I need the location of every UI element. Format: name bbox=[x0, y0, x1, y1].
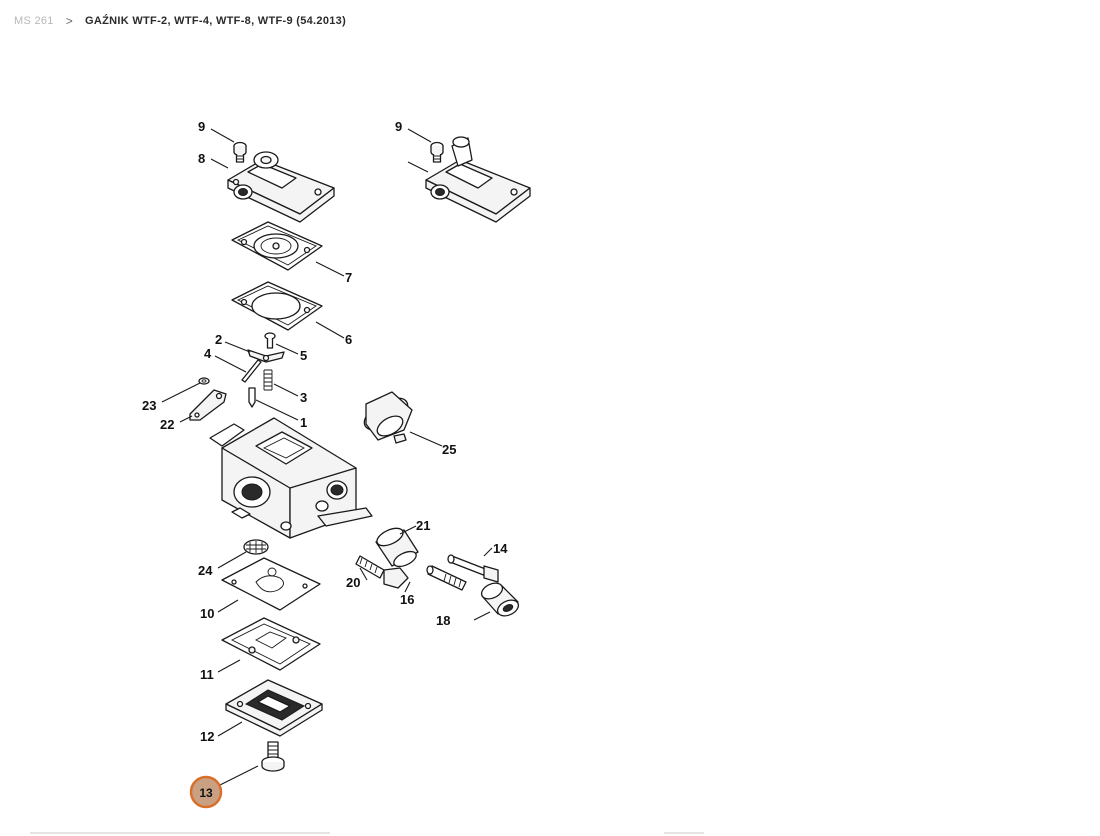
adjusting-screw-16[interactable] bbox=[426, 565, 467, 591]
divider bbox=[30, 832, 330, 834]
part-label-9-alt[interactable]: 9 bbox=[395, 119, 402, 134]
divider bbox=[664, 832, 704, 834]
screw-9-right[interactable] bbox=[430, 141, 444, 163]
pump-cover-8-alt[interactable] bbox=[425, 136, 531, 223]
leader-lines bbox=[161, 128, 493, 787]
part-label-14[interactable]: 14 bbox=[493, 541, 508, 556]
pump-gasket-6[interactable] bbox=[231, 281, 323, 331]
washer-23[interactable] bbox=[198, 377, 210, 385]
breadcrumb: MS 261 > GAŹNIK WTF-2, WTF-4, WTF-8, WTF… bbox=[14, 14, 346, 28]
part-label-21[interactable]: 21 bbox=[416, 518, 430, 533]
pin-4[interactable] bbox=[241, 359, 262, 383]
part-label-10[interactable]: 10 bbox=[200, 606, 214, 621]
breadcrumb-parent-link[interactable]: MS 261 bbox=[14, 15, 54, 27]
part-label-24[interactable]: 24 bbox=[198, 563, 213, 578]
breadcrumb-current: GAŹNIK WTF-2, WTF-4, WTF-8, WTF-9 (54.20… bbox=[85, 15, 347, 27]
part-label-1[interactable]: 1 bbox=[300, 415, 307, 430]
part-label-9[interactable]: 9 bbox=[198, 119, 205, 134]
part-label-16[interactable]: 16 bbox=[400, 592, 414, 607]
part-label-4[interactable]: 4 bbox=[204, 346, 212, 361]
part-label-18[interactable]: 18 bbox=[436, 613, 450, 628]
end-cover-12[interactable] bbox=[225, 679, 323, 737]
sleeve-18[interactable] bbox=[479, 580, 521, 619]
part-label-8[interactable]: 8 bbox=[198, 151, 205, 166]
part-label-7[interactable]: 7 bbox=[345, 270, 352, 285]
part-label-23[interactable]: 23 bbox=[142, 398, 156, 413]
chevron-right-icon: > bbox=[65, 14, 74, 28]
pump-cover-8[interactable] bbox=[227, 151, 335, 223]
pump-diaphragm-7[interactable] bbox=[231, 221, 323, 271]
part-hotspot-13-selected[interactable]: 13 bbox=[189, 775, 223, 809]
part-label-3[interactable]: 3 bbox=[300, 390, 307, 405]
part-label-22[interactable]: 22 bbox=[160, 417, 174, 432]
part-label-13: 13 bbox=[199, 786, 213, 800]
screw-13[interactable] bbox=[261, 741, 285, 772]
throttle-lever-22[interactable] bbox=[189, 389, 227, 421]
strainer-24[interactable] bbox=[243, 539, 269, 555]
part-label-5[interactable]: 5 bbox=[300, 348, 307, 363]
part-label-6[interactable]: 6 bbox=[345, 332, 352, 347]
screw-5[interactable] bbox=[264, 332, 276, 349]
lever-2[interactable] bbox=[247, 349, 285, 363]
gasket-10[interactable] bbox=[221, 557, 321, 611]
screw-9-left[interactable] bbox=[233, 141, 247, 163]
part-label-20[interactable]: 20 bbox=[346, 575, 360, 590]
needle-1[interactable] bbox=[248, 387, 256, 408]
limiter-cap-25[interactable] bbox=[359, 391, 413, 444]
carburetor-body[interactable] bbox=[209, 417, 373, 539]
sleeve-21[interactable] bbox=[374, 525, 419, 570]
part-label-12[interactable]: 12 bbox=[200, 729, 214, 744]
part-label-2[interactable]: 2 bbox=[215, 332, 222, 347]
adjusting-screw-20[interactable] bbox=[355, 555, 409, 589]
adjusting-screw-14[interactable] bbox=[447, 554, 499, 583]
spring-3[interactable] bbox=[263, 369, 273, 391]
diaphragm-11[interactable] bbox=[221, 617, 321, 671]
part-label-11[interactable]: 11 bbox=[200, 667, 214, 682]
part-label-25[interactable]: 25 bbox=[442, 442, 456, 457]
